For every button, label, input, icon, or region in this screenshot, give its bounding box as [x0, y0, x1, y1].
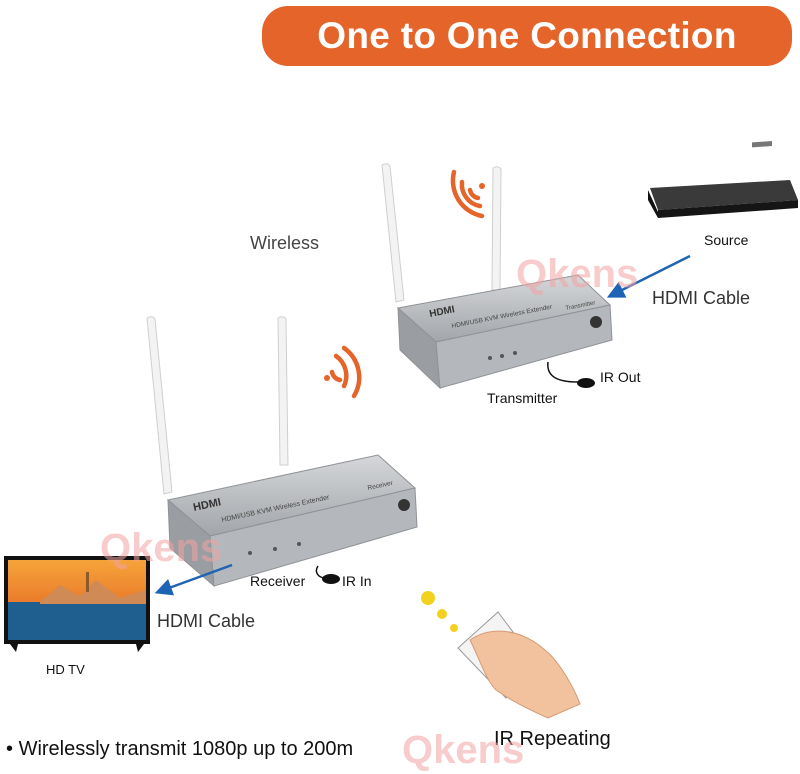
- tx-tag: Transmitter: [565, 300, 596, 312]
- rx-logo: HDMI: [192, 496, 222, 514]
- ir-repeating-label: IR Repeating: [494, 728, 611, 750]
- ir-in-label: IR In: [342, 573, 372, 589]
- source-player-icon: [648, 141, 798, 218]
- hd-tv-icon: [4, 556, 150, 652]
- title-banner: One to One Connection: [262, 6, 792, 66]
- transmitter-label: Transmitter: [487, 390, 558, 406]
- watermark: Qkens: [516, 252, 639, 296]
- bullet-dot: •: [6, 738, 19, 760]
- ir-out-label: IR Out: [600, 369, 641, 385]
- wifi-signal-icon: [450, 169, 485, 219]
- bullet-text: Wirelessly transmit 1080p up to 200m: [18, 738, 354, 760]
- wifi-signal-icon: [324, 345, 362, 399]
- source-label: Source: [704, 232, 749, 248]
- arrow-icon: [606, 254, 691, 298]
- transmitter-device: HDMI HDMI/USB KVM Wireless Extender Tran…: [396, 274, 613, 390]
- receiver-label: Receiver: [250, 573, 306, 589]
- hand-icon: [469, 630, 581, 719]
- tx-logo: HDMI: [428, 304, 455, 320]
- arrow-icon: [154, 563, 233, 596]
- ir-sensor-icon: [577, 378, 595, 388]
- hdmi-cable-top-label: HDMI Cable: [652, 288, 751, 308]
- watermark: Qkens: [100, 526, 223, 570]
- banner-title: One to One Connection: [317, 15, 737, 56]
- feature-bullet: • Wirelessly transmit 1080p up to 200m: [6, 738, 353, 761]
- watermark: Qkens: [402, 728, 525, 772]
- receiver-device: HDMI HDMI/USB KVM Wireless Extender Rece…: [166, 454, 418, 588]
- hdmi-cable-bottom-label: HDMI Cable: [157, 611, 256, 631]
- transmitter-antennas: [381, 163, 502, 303]
- receiver-antennas: [146, 316, 289, 495]
- hd-tv-label: HD TV: [46, 662, 85, 677]
- wireless-label: Wireless: [250, 233, 320, 253]
